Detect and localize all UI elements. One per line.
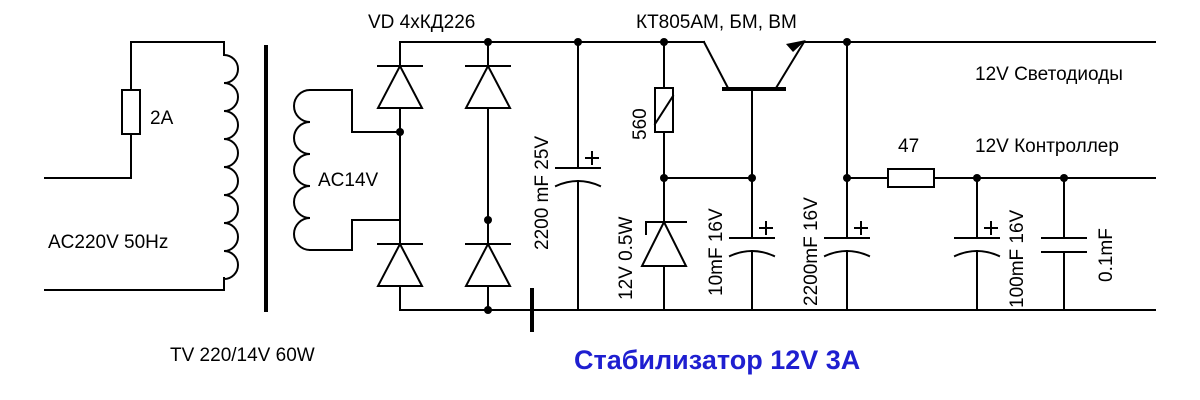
- bridge-label: VD 4хКД226: [368, 12, 475, 33]
- output-ctrl-label: 12V Контроллер: [975, 136, 1119, 157]
- cap-c2-label: 10mF 16V: [706, 208, 727, 296]
- zener-label: 12V 0.5W: [616, 217, 637, 300]
- diode-1: [376, 63, 424, 109]
- diode-2: [464, 63, 512, 109]
- capacitor-c1: [554, 41, 602, 311]
- diode-3: [376, 241, 424, 287]
- primary-wiring: [44, 41, 225, 291]
- zener-diode: [640, 177, 688, 311]
- diagram-title: Стабилизатор 12V 3A: [574, 345, 860, 375]
- output-led-label: 12V Светодиоды: [975, 64, 1123, 85]
- transistor-label: КТ805АМ, БМ, ВМ: [636, 12, 797, 33]
- cap-c1-label: 2200 mF 25V: [532, 136, 553, 250]
- ground-wire: [487, 309, 533, 321]
- transistor: [702, 40, 806, 179]
- secondary-winding: [293, 88, 401, 252]
- resistor-560-label: 560: [630, 108, 651, 140]
- cap-c5-label: 0.1mF: [1096, 228, 1117, 282]
- primary-winding: [222, 53, 239, 281]
- fuse: [121, 89, 141, 135]
- cap-c3-label: 2200mF 16V: [801, 197, 822, 306]
- capacitor-c4: [953, 177, 1001, 311]
- resistor-560: [653, 41, 675, 179]
- fuse-label: 2A: [150, 108, 174, 129]
- input-label: AC220V 50Hz: [48, 232, 168, 253]
- diode-bridge: [376, 41, 512, 314]
- capacitor-c3: [823, 41, 871, 311]
- secondary-label: AC14V: [318, 170, 379, 191]
- transformer-label: TV 220/14V 60W: [170, 345, 315, 366]
- cap-c4-label: 100mF 16V: [1007, 209, 1028, 308]
- capacitor-c5: [1041, 177, 1087, 311]
- resistor-47-label: 47: [898, 136, 919, 157]
- capacitor-c2: [728, 177, 776, 311]
- resistor-47: [887, 168, 935, 188]
- diode-4: [464, 241, 512, 287]
